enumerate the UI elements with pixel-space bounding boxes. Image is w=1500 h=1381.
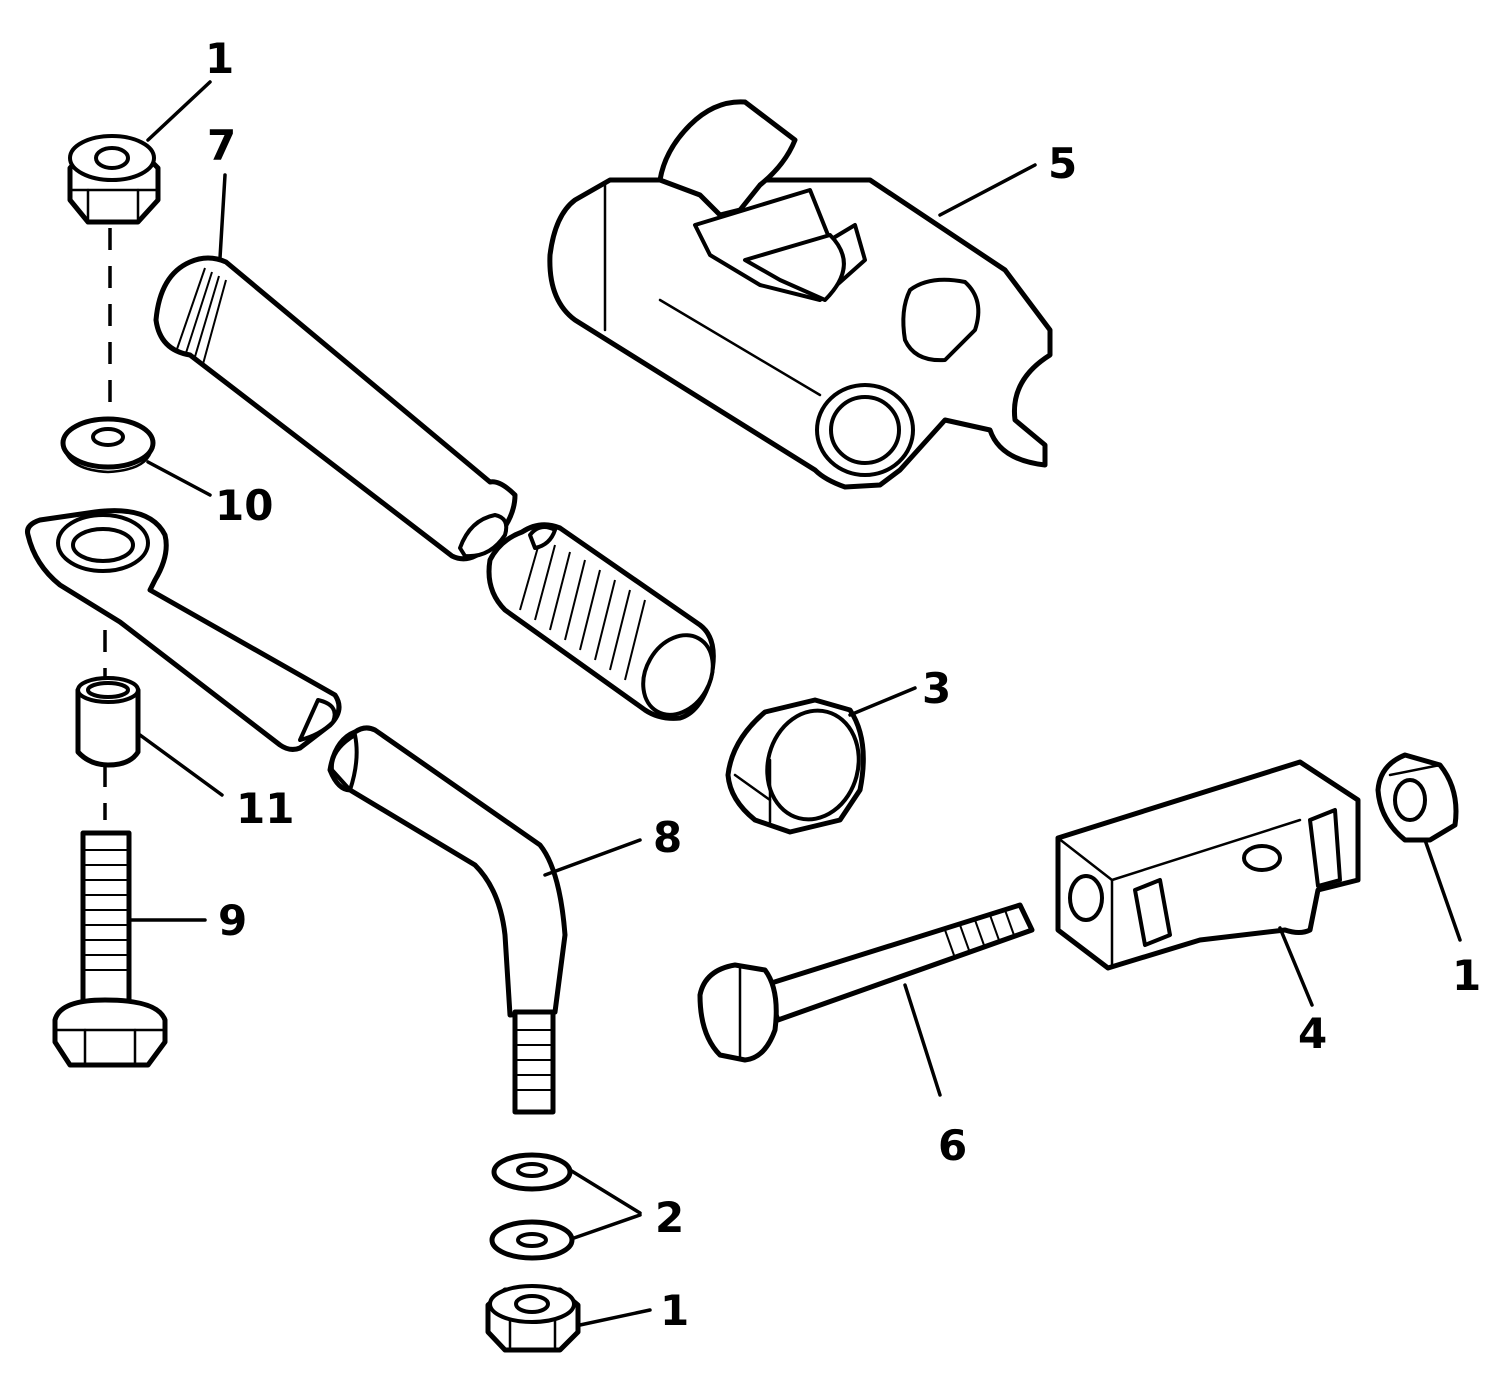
callout-1-bottom: 1 [660, 1286, 689, 1335]
callout-labels: 1 7 5 10 3 11 8 9 1 4 6 2 1 [205, 34, 1481, 1335]
callout-11: 11 [236, 784, 294, 833]
flange-bolt-part-9 [52, 830, 168, 1068]
callout-7: 7 [207, 121, 236, 170]
assembly-axis-left [103, 228, 112, 820]
jam-nut-part-3 [725, 697, 866, 835]
washer-part-10 [60, 416, 156, 474]
bracket-part-5 [547, 99, 1053, 490]
callout-9: 9 [218, 896, 247, 945]
tube-part-7 [153, 255, 518, 562]
threaded-insert [486, 522, 716, 721]
hex-nut-right [1375, 752, 1459, 843]
callout-4: 4 [1298, 1009, 1327, 1058]
callout-2: 2 [655, 1193, 684, 1242]
callout-6: 6 [938, 1121, 967, 1170]
clevis-block-part-4 [1055, 759, 1361, 971]
bent-rod-part-8 [327, 725, 568, 1115]
spacer-part-11 [75, 676, 141, 768]
callout-3: 3 [922, 664, 951, 713]
hex-nut-top [67, 134, 161, 225]
callout-1-right: 1 [1452, 951, 1481, 1000]
callout-10: 10 [215, 481, 273, 530]
callout-8: 8 [653, 813, 682, 862]
bolt-part-6 [697, 902, 1035, 1063]
callout-1-top: 1 [205, 34, 234, 83]
hex-nut-bottom [485, 1284, 581, 1353]
leader-lines [128, 80, 1462, 1327]
callout-5: 5 [1048, 139, 1077, 188]
rod-end-eye [25, 508, 342, 752]
washers-part-2 [489, 1152, 575, 1261]
